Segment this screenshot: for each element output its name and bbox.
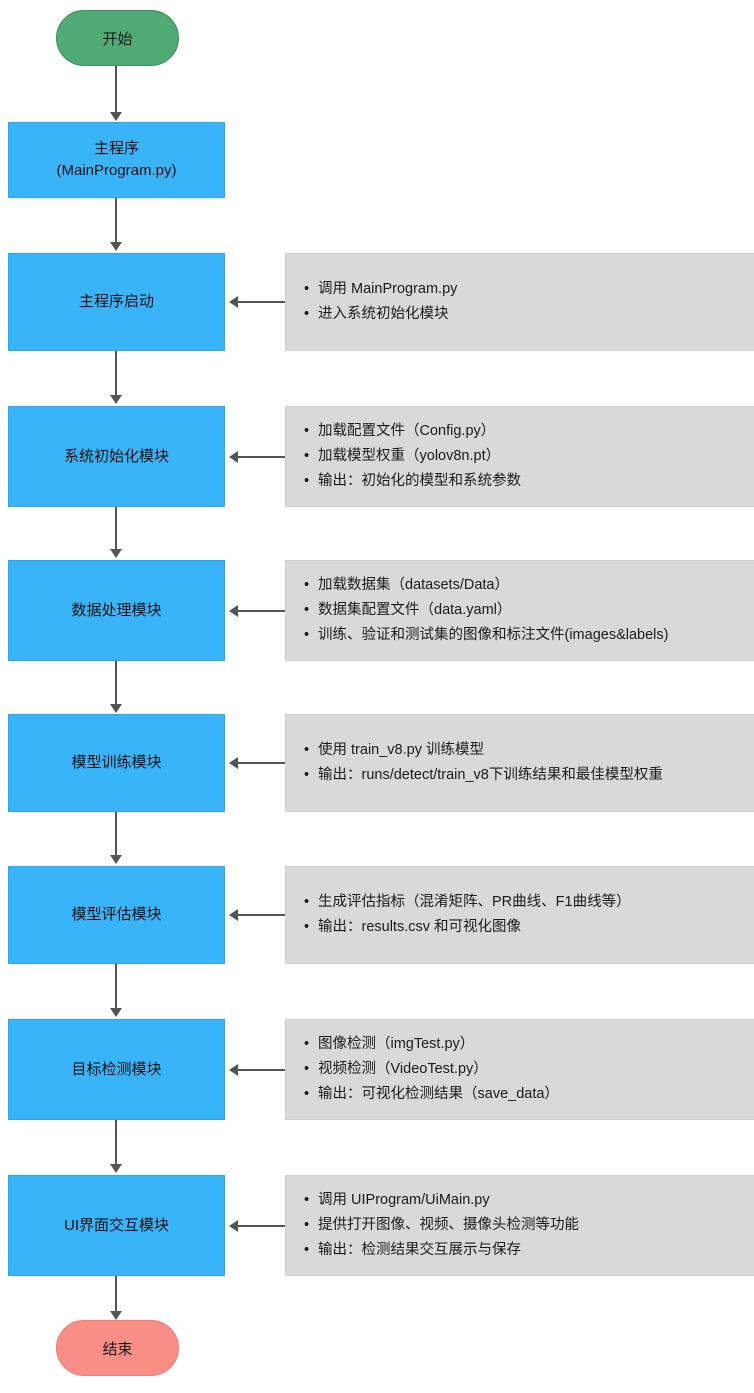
arrowhead-model-training-to-model-evaluation <box>110 855 122 864</box>
node-model-training[interactable]: 模型训练模块 <box>8 714 225 812</box>
connector-model-evaluation-to-object-detection <box>115 964 117 1010</box>
connector-note-to-object-detection <box>238 1069 285 1071</box>
connector-start-to-main-program <box>115 66 117 114</box>
arrowhead-note-to-ui-interaction <box>229 1220 238 1232</box>
note-line: 数据集配置文件（data.yaml） <box>304 598 754 623</box>
node-main-program-start-label: 主程序启动 <box>78 293 154 310</box>
node-system-init[interactable]: 系统初始化模块 <box>8 406 225 507</box>
connector-startup-to-system-init <box>115 351 117 397</box>
arrowhead-note-to-model-evaluation <box>229 909 238 921</box>
arrowhead-start-to-main-program <box>110 112 122 121</box>
connector-main-program-to-startup <box>115 198 117 244</box>
note-line: 加载数据集（datasets/Data） <box>304 573 754 598</box>
note-line: 使用 train_v8.py 训练模型 <box>304 738 754 763</box>
arrowhead-note-to-data-processing <box>229 605 238 617</box>
node-main-program-label-line-1: 主程序 <box>93 140 139 157</box>
connector-model-training-to-model-evaluation <box>115 812 117 857</box>
node-data-processing[interactable]: 数据处理模块 <box>8 560 225 661</box>
node-model-evaluation-label: 模型评估模块 <box>71 906 162 923</box>
arrowhead-main-program-to-startup <box>110 242 122 251</box>
node-object-detection[interactable]: 目标检测模块 <box>8 1019 225 1120</box>
note-line: 生成评估指标（混淆矩阵、PR曲线、F1曲线等） <box>304 890 754 915</box>
arrowhead-data-processing-to-model-training <box>110 704 122 713</box>
note-line: 视频检测（VideoTest.py） <box>304 1057 754 1082</box>
connector-note-to-system-init <box>238 456 285 458</box>
end-node: 结束 <box>56 1320 179 1376</box>
note-ui-interaction: 调用 UIProgram/UiMain.py 提供打开图像、视频、摄像头检测等功… <box>285 1175 754 1276</box>
note-line: 加载配置文件（Config.py） <box>304 419 754 444</box>
node-system-init-label: 系统初始化模块 <box>63 447 169 465</box>
note-line: 调用 UIProgram/UiMain.py <box>304 1188 754 1213</box>
node-model-evaluation[interactable]: 模型评估模块 <box>8 866 225 964</box>
start-node-label: 开始 <box>102 30 133 48</box>
note-line: 输出：可视化检测结果（save_data） <box>304 1082 754 1107</box>
note-main-program-start: 调用 MainProgram.py 进入系统初始化模块 <box>285 253 754 351</box>
note-system-init: 加载配置文件（Config.py） 加载模型权重（yolov8n.pt） 输出：… <box>285 406 754 507</box>
note-line: 调用 MainProgram.py <box>304 277 754 302</box>
note-line: 提供打开图像、视频、摄像头检测等功能 <box>304 1213 754 1238</box>
node-ui-interaction-label: UI界面交互模块 <box>63 1216 169 1234</box>
start-node: 开始 <box>56 10 179 66</box>
note-model-training: 使用 train_v8.py 训练模型 输出：runs/detect/train… <box>285 714 754 812</box>
node-main-program[interactable]: 主程序 (MainProgram.py) <box>8 122 225 198</box>
connector-data-processing-to-model-training <box>115 661 117 706</box>
note-line: 输出：results.csv 和可视化图像 <box>304 915 754 940</box>
connector-note-to-main-program-start <box>238 301 285 303</box>
note-line: 输出：初始化的模型和系统参数 <box>304 469 754 494</box>
arrowhead-note-to-object-detection <box>229 1064 238 1076</box>
arrowhead-system-init-to-data-processing <box>110 549 122 558</box>
arrowhead-ui-interaction-to-end <box>110 1311 122 1320</box>
connector-ui-interaction-to-end <box>115 1276 117 1314</box>
connector-object-detection-to-ui-interaction <box>115 1120 117 1166</box>
note-line: 训练、验证和测试集的图像和标注文件(images&labels) <box>304 623 754 648</box>
note-line: 输出：检测结果交互展示与保存 <box>304 1238 754 1263</box>
node-model-training-label: 模型训练模块 <box>71 754 162 771</box>
note-line: 输出：runs/detect/train_v8下训练结果和最佳模型权重 <box>304 763 754 788</box>
arrowhead-model-evaluation-to-object-detection <box>110 1008 122 1017</box>
connector-note-to-data-processing <box>238 610 285 612</box>
node-object-detection-label: 目标检测模块 <box>71 1060 162 1078</box>
arrowhead-note-to-system-init <box>229 451 238 463</box>
node-main-program-start[interactable]: 主程序启动 <box>8 253 225 351</box>
note-data-processing: 加载数据集（datasets/Data） 数据集配置文件（data.yaml） … <box>285 560 754 661</box>
arrowhead-note-to-main-program-start <box>229 296 238 308</box>
note-line: 加载模型权重（yolov8n.pt） <box>304 444 754 469</box>
node-data-processing-label: 数据处理模块 <box>71 601 162 619</box>
note-line: 图像检测（imgTest.py） <box>304 1032 754 1057</box>
note-model-evaluation: 生成评估指标（混淆矩阵、PR曲线、F1曲线等） 输出：results.csv 和… <box>285 866 754 964</box>
connector-note-to-ui-interaction <box>238 1225 285 1227</box>
note-line: 进入系统初始化模块 <box>304 302 754 327</box>
end-node-label: 结束 <box>102 1340 133 1358</box>
connector-system-init-to-data-processing <box>115 507 117 551</box>
connector-note-to-model-evaluation <box>238 914 285 916</box>
arrowhead-startup-to-system-init <box>110 395 122 404</box>
connector-note-to-model-training <box>238 762 285 764</box>
arrowhead-object-detection-to-ui-interaction <box>110 1164 122 1173</box>
node-ui-interaction[interactable]: UI界面交互模块 <box>8 1175 225 1276</box>
node-main-program-label-line-2: (MainProgram.py) <box>56 162 177 179</box>
note-object-detection: 图像检测（imgTest.py） 视频检测（VideoTest.py） 输出：可… <box>285 1019 754 1120</box>
arrowhead-note-to-model-training <box>229 757 238 769</box>
